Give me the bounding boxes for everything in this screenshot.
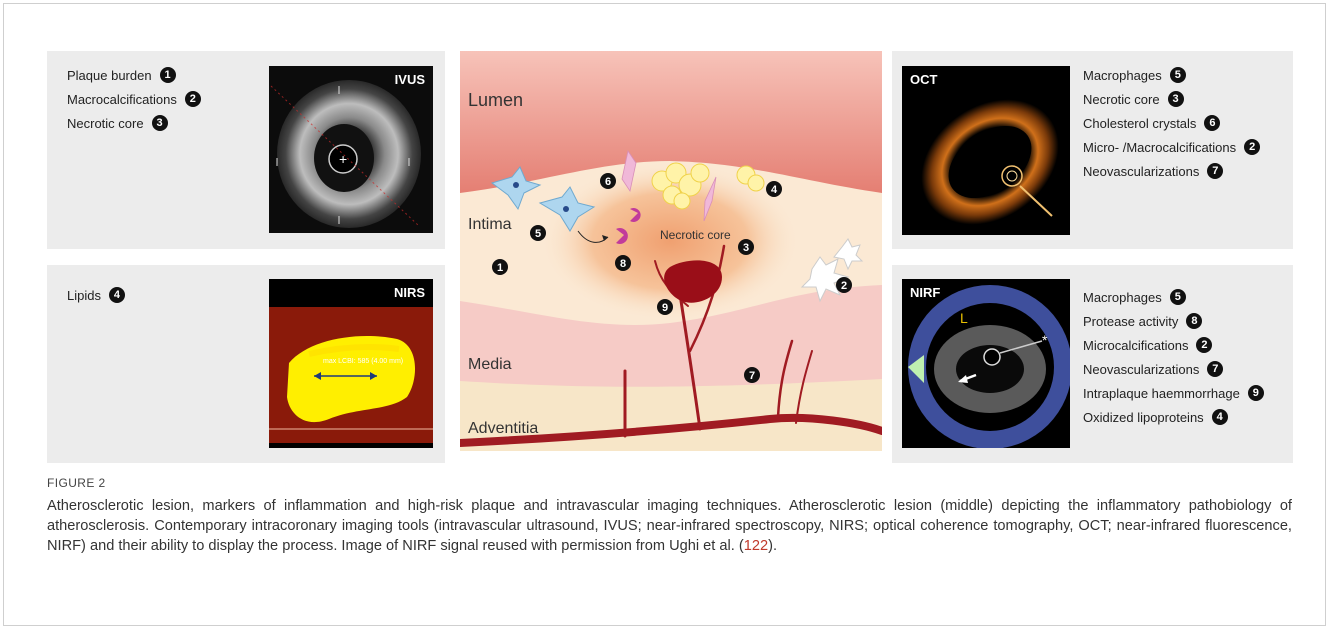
list-item: Neovascularizations 7	[1083, 159, 1260, 183]
marker-badge: 2	[1244, 139, 1260, 155]
list-item: Plaque burden 1	[67, 63, 201, 87]
marker-6: 6	[600, 173, 616, 189]
nirf-panel: L * NIRF Macrophages 5 Protease activity 8…	[892, 265, 1293, 463]
marker-badge: 2	[1196, 337, 1212, 353]
lesion-diagram: Lumen Intima Media Adventitia Necrotic c…	[460, 51, 882, 451]
marker-badge: 8	[1186, 313, 1202, 329]
svg-text:2: 2	[841, 280, 847, 292]
marker-badge: 5	[1170, 289, 1186, 305]
list-item: Microcalcifications 2	[1083, 333, 1264, 357]
svg-text:4: 4	[771, 184, 778, 196]
list-item: Protease activity 8	[1083, 309, 1264, 333]
marker-4: 4	[766, 181, 782, 197]
ivus-image: + IVUS	[269, 66, 433, 233]
marker-2: 2	[836, 277, 852, 293]
ivus-scan-graphic: +	[269, 66, 433, 233]
list-item: Micro- /Macrocalcifications 2	[1083, 135, 1260, 159]
marker-label: Macrophages	[1083, 68, 1162, 83]
oct-label: OCT	[910, 72, 937, 87]
nirs-panel: Lipids 4 max LCBI: 585 (4.00 mm) NIRS	[47, 265, 445, 463]
svg-text:3: 3	[743, 242, 749, 254]
marker-badge: 6	[1204, 115, 1220, 131]
list-item: Macrocalcifications 2	[67, 87, 201, 111]
reference-link[interactable]: 122	[744, 538, 768, 554]
marker-label: Necrotic core	[1083, 92, 1160, 107]
marker-badge: 4	[1212, 409, 1228, 425]
svg-text:8: 8	[620, 258, 626, 270]
adventitia-label: Adventitia	[468, 420, 538, 437]
ivus-panel: Plaque burden 1 Macrocalcifications 2 Necr…	[47, 51, 445, 249]
marker-7: 7	[744, 367, 760, 383]
marker-label: Necrotic core	[67, 116, 144, 131]
caption-text-end: ).	[768, 538, 777, 554]
marker-label: Neovascularizations	[1083, 362, 1199, 377]
necrotic-core-label: Necrotic core	[660, 228, 731, 242]
marker-badge: 2	[185, 91, 201, 107]
marker-label: Macrocalcifications	[67, 92, 177, 107]
marker-label: Micro- /Macrocalcifications	[1083, 140, 1236, 155]
nirs-overlay-text: max LCBI: 585 (4.00 mm)	[323, 358, 403, 365]
oct-marker-list: Macrophages 5 Necrotic core 3 Cholesterol …	[1083, 63, 1260, 183]
marker-label: Protease activity	[1083, 314, 1178, 329]
oct-panel: OCT Macrophages 5 Necrotic core 3 Choleste…	[892, 51, 1293, 249]
marker-badge: 3	[152, 115, 168, 131]
marker-8: 8	[615, 255, 631, 271]
svg-text:1: 1	[497, 262, 503, 274]
marker-label: Plaque burden	[67, 68, 152, 83]
list-item: Lipids 4	[67, 283, 125, 307]
figure-caption: Atherosclerotic lesion, markers of infla…	[47, 496, 1292, 556]
marker-label: Microcalcifications	[1083, 338, 1188, 353]
svg-text:9: 9	[662, 302, 668, 314]
marker-1: 1	[492, 259, 508, 275]
nirf-image: L * NIRF	[902, 279, 1070, 448]
marker-label: Lipids	[67, 288, 101, 303]
nirf-marker-list: Macrophages 5 Protease activity 8 Microcal…	[1083, 285, 1264, 429]
nirf-lumen-marker: L	[960, 310, 968, 326]
list-item: Necrotic core 3	[67, 111, 201, 135]
ivus-label: IVUS	[395, 72, 425, 87]
marker-label: Intraplaque haemmorrhage	[1083, 386, 1240, 401]
nirs-label: NIRS	[394, 285, 425, 300]
marker-badge: 4	[109, 287, 125, 303]
marker-9: 9	[657, 299, 673, 315]
ivus-marker-list: Plaque burden 1 Macrocalcifications 2 Necr…	[67, 63, 201, 135]
intima-label: Intima	[468, 216, 512, 233]
figure-title: FIGURE 2	[47, 476, 106, 490]
list-item: Cholesterol crystals 6	[1083, 111, 1260, 135]
nirs-chemogram-graphic: max LCBI: 585 (4.00 mm)	[269, 279, 433, 448]
media-label: Media	[468, 356, 512, 373]
marker-badge: 1	[160, 67, 176, 83]
marker-5: 5	[530, 225, 546, 241]
list-item: Oxidized lipoproteins 4	[1083, 405, 1264, 429]
marker-3: 3	[738, 239, 754, 255]
list-item: Macrophages 5	[1083, 285, 1264, 309]
marker-label: Cholesterol crystals	[1083, 116, 1196, 131]
marker-badge: 5	[1170, 67, 1186, 83]
list-item: Necrotic core 3	[1083, 87, 1260, 111]
nirf-scan-graphic: L *	[902, 279, 1070, 448]
marker-badge: 3	[1168, 91, 1184, 107]
svg-text:5: 5	[535, 228, 541, 240]
marker-label: Neovascularizations	[1083, 164, 1199, 179]
nirs-marker-list: Lipids 4	[67, 283, 125, 307]
marker-label: Macrophages	[1083, 290, 1162, 305]
list-item: Intraplaque haemmorrhage 9	[1083, 381, 1264, 405]
caption-text: Atherosclerotic lesion, markers of infla…	[47, 498, 1292, 554]
svg-text:+: +	[339, 151, 347, 167]
oct-image: OCT	[902, 66, 1070, 235]
nirs-image: max LCBI: 585 (4.00 mm) NIRS	[269, 279, 433, 448]
svg-text:6: 6	[605, 176, 611, 188]
marker-badge: 7	[1207, 361, 1223, 377]
nirf-star-marker: *	[1042, 332, 1048, 348]
marker-label: Oxidized lipoproteins	[1083, 410, 1204, 425]
nirf-label: NIRF	[910, 285, 940, 300]
marker-badge: 7	[1207, 163, 1223, 179]
oct-scan-graphic	[902, 66, 1070, 235]
lumen-label: Lumen	[468, 90, 523, 110]
marker-badge: 9	[1248, 385, 1264, 401]
list-item: Neovascularizations 7	[1083, 357, 1264, 381]
list-item: Macrophages 5	[1083, 63, 1260, 87]
svg-text:7: 7	[749, 370, 755, 382]
